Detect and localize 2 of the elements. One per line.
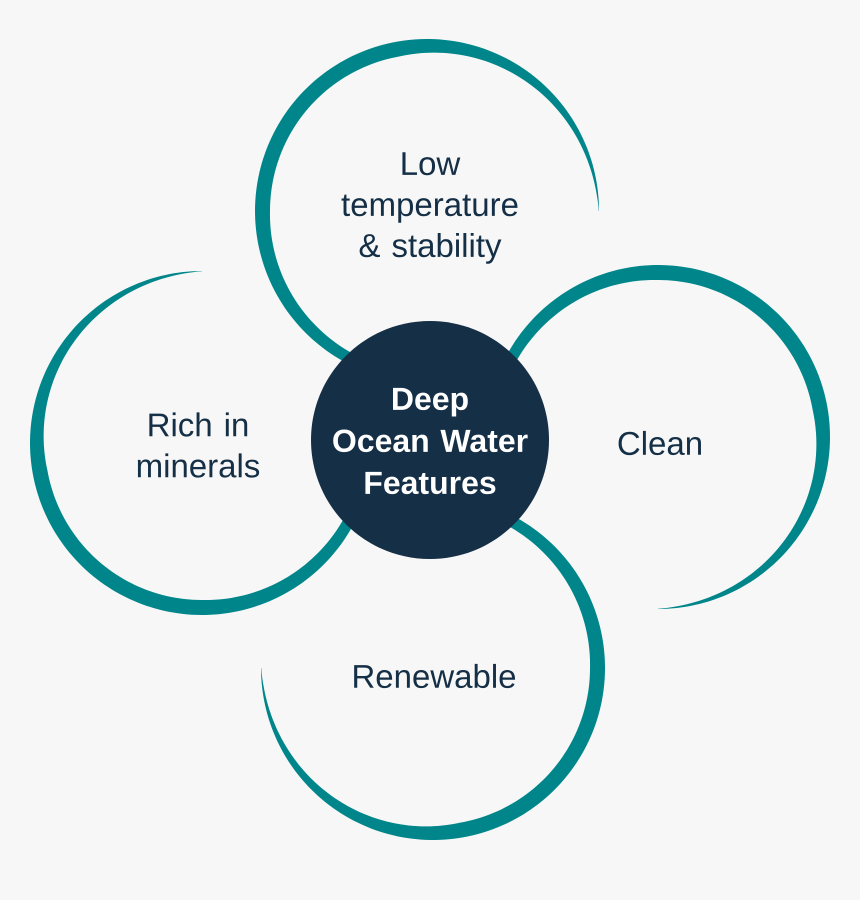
crescent-arc: Renewable [261, 506, 605, 840]
crescent-arc: Low temperature & stability [255, 39, 599, 373]
